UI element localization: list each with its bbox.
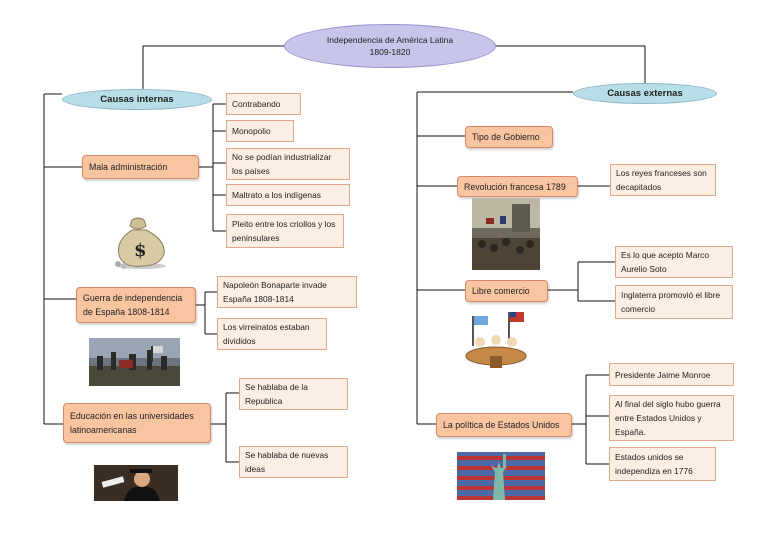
leaf-maltrato: Maltrato a los indígenas: [226, 184, 350, 206]
category-guerra-independencia: Guerra de independencia de España 1808-1…: [76, 287, 196, 323]
leaf-text: Estados unidos se independiza en 1776: [615, 452, 693, 476]
category-tipo-gobierno: Tipo de Gobierno: [465, 126, 553, 148]
svg-text:$: $: [134, 240, 147, 261]
leaf-marco-aurelio-soto: Es lo que acepto Marco Aurelio Soto: [615, 246, 733, 278]
leaf-inglaterra: Inglaterra promovió el libre comercio: [615, 285, 733, 319]
leaf-jaime-monroe: Presidente Jaime Monroe: [609, 363, 734, 386]
leaf-republica: Se hablaba de la Republica: [239, 378, 348, 410]
causas-internas-label: Causas internas: [100, 94, 174, 105]
category-revolucion-francesa: Revolución francesa 1789: [457, 176, 578, 197]
leaf-napoleon: Napoleón Bonaparte invade España 1808-18…: [217, 276, 357, 308]
category-label: Guerra de independencia de España 1808-1…: [83, 293, 183, 317]
leaf-text: Se hablaba de nuevas ideas: [245, 450, 329, 474]
leaf-text: Se hablaba de la Republica: [245, 382, 308, 406]
leaf-guerra-eeuu-espana: Al final del siglo hubo guerra entre Est…: [609, 395, 734, 441]
leaf-text: Monopolio: [232, 126, 271, 136]
revolution-painting-image: [472, 198, 540, 270]
leaf-text: Pleito entre los criollos y los peninsul…: [232, 219, 336, 243]
causas-internas-node: Causas internas: [62, 89, 212, 110]
leaf-text: Los reyes franceses son decapitados: [616, 168, 707, 192]
leaf-text: Napoleón Bonaparte invade España 1808-18…: [223, 280, 327, 304]
category-politica-eeuu: La política de Estados Unidos: [436, 413, 572, 437]
battle-scene-image: [89, 338, 180, 386]
leaf-contrabando: Contrabando: [226, 93, 301, 115]
causas-externas-label: Causas externas: [607, 88, 683, 99]
leaf-text: No se podían industrializar los países: [232, 152, 332, 176]
category-label: Tipo de Gobierno: [472, 132, 540, 142]
category-label: Mala administración: [89, 162, 168, 172]
category-educacion: Educación en las universidades latinoame…: [63, 403, 211, 443]
leaf-virreinatos: Los virreinatos estaban divididos: [217, 318, 327, 350]
leaf-text: Los virreinatos estaban divididos: [223, 322, 310, 346]
leaf-pleito: Pleito entre los criollos y los peninsul…: [226, 214, 344, 248]
category-mala-administracion: Mala administración: [82, 155, 199, 179]
leaf-text: Contrabando: [232, 99, 281, 109]
leaf-monopolio: Monopolio: [226, 120, 294, 142]
money-bag-image: $: [108, 212, 170, 270]
title-node: Independencia de América Latina 1809-182…: [284, 24, 496, 68]
category-label: Revolución francesa 1789: [464, 181, 566, 192]
leaf-text: Es lo que acepto Marco Aurelio Soto: [621, 250, 709, 274]
graduation-image: [94, 465, 178, 501]
leaf-eeuu-independiza: Estados unidos se independiza en 1776: [609, 447, 716, 481]
causas-externas-node: Causas externas: [573, 83, 717, 104]
category-libre-comercio: Libre comercio: [465, 280, 548, 302]
category-label: La política de Estados Unidos: [443, 420, 560, 430]
category-label: Libre comercio: [472, 286, 530, 296]
leaf-text: Al final del siglo hubo guerra entre Est…: [615, 399, 721, 437]
category-label: Educación en las universidades latinoame…: [70, 411, 194, 435]
leaf-text: Presidente Jaime Monroe: [615, 369, 711, 380]
leaf-text: Maltrato a los indígenas: [232, 190, 321, 200]
leaf-nuevas-ideas: Se hablaba de nuevas ideas: [239, 446, 348, 478]
trade-meeting-image: [458, 310, 532, 370]
leaf-text: Inglaterra promovió el libre comercio: [621, 290, 721, 314]
title-line-2: 1809-1820: [369, 47, 411, 57]
statue-of-liberty-image: [457, 452, 545, 500]
leaf-reyes-decapitados: Los reyes franceses son decapitados: [610, 164, 716, 196]
title-line-1: Independencia de América Latina: [326, 35, 454, 45]
leaf-industrializar: No se podían industrializar los países: [226, 148, 350, 180]
